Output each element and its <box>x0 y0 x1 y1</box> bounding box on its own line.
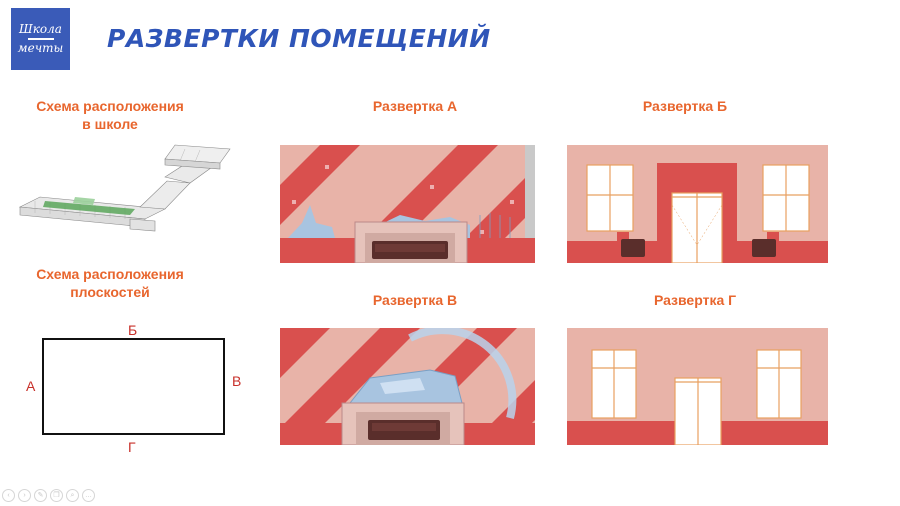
pen-icon[interactable]: ✎ <box>34 489 47 502</box>
panel-g <box>567 328 828 445</box>
panel-g-label: Развертка Г <box>653 292 737 308</box>
slide-toolbar: ‹ › ✎ ❐ ⌕ … <box>2 489 95 502</box>
panel-b-label: Развертка Б <box>642 98 728 114</box>
search-icon[interactable]: ⌕ <box>66 489 79 502</box>
school-scheme-label-line-2: в школе <box>82 116 138 132</box>
logo-line-1: Школа <box>19 22 62 36</box>
planes-scheme-label: Схема расположения плоскостей <box>20 265 200 301</box>
panel-a-label: Развертка А <box>372 98 458 114</box>
school-logo: Школа мечты <box>11 8 70 70</box>
panel-v-label: Развертка В <box>372 292 458 308</box>
more-icon[interactable]: … <box>82 489 95 502</box>
planes-rectangle <box>42 338 225 435</box>
side-label-a: А <box>26 378 36 394</box>
planes-scheme-label-line-1: Схема расположения <box>36 266 184 282</box>
side-label-b: Б <box>128 322 138 338</box>
school-floor-plan <box>18 144 231 232</box>
panel-a <box>280 145 535 263</box>
side-label-g: Г <box>128 439 136 455</box>
next-icon[interactable]: › <box>18 489 31 502</box>
planes-scheme-label-line-2: плоскостей <box>70 284 150 300</box>
prev-icon[interactable]: ‹ <box>2 489 15 502</box>
side-label-v: В <box>232 373 242 389</box>
school-scheme-label: Схема расположения в школе <box>20 97 200 133</box>
copy-icon[interactable]: ❐ <box>50 489 63 502</box>
panel-b <box>567 145 828 263</box>
logo-line-2: мечты <box>17 41 64 55</box>
school-scheme-label-line-1: Схема расположения <box>36 98 184 114</box>
page-title: РАЗВЕРТКИ ПОМЕЩЕНИЙ <box>107 24 491 53</box>
panel-v <box>280 328 535 445</box>
logo-underline <box>27 38 54 40</box>
